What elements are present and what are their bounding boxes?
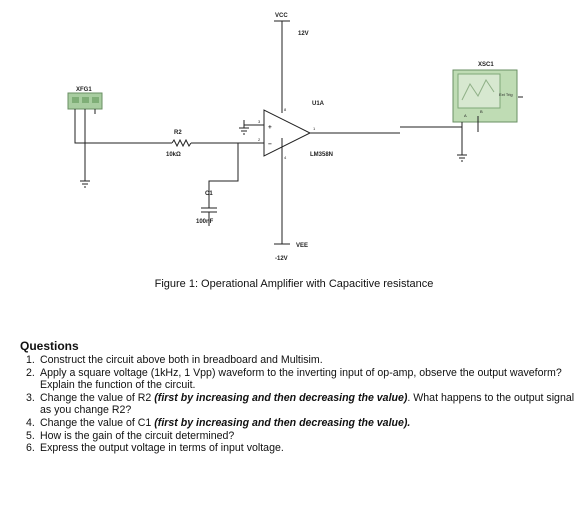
question-text: Construct the circuit above both in brea… [40,354,323,366]
vee-value: -12V [275,256,288,262]
question-text: Express the output voltage in terms of i… [40,442,284,455]
c1-value: 100nF [196,219,214,225]
pin-label: 2 [258,137,261,142]
vcc-label: VCC [275,13,288,19]
question-emphasis: (first by increasing and then decreasing… [154,416,411,429]
scope-ground-symbol [457,154,467,162]
question-emphasis: (first by increasing and then decreasing… [154,391,408,404]
list-item: 6. Express the output voltage in terms o… [20,442,582,455]
list-item: 2. Apply a square voltage (1kHz, 1 Vpp) … [20,367,582,392]
resistor-r2 [171,138,192,148]
function-generator [67,92,103,114]
question-number: 3. [26,391,35,404]
question-number: 6. [26,442,35,455]
questions-heading: Questions [20,339,79,353]
opamp-part: LM358N [310,152,333,158]
noninv-ground-symbol [239,127,249,135]
question-text: Apply a square voltage (1kHz, 1 Vpp) wav… [40,366,562,392]
opamp-label: U1A [312,101,325,107]
scope-trigger-label: Ext Trig [499,92,513,97]
question-text-post: . What happens to the output signal as y… [40,391,575,417]
list-item: 3. Change the value of R2 (first by incr… [20,392,582,417]
r2-label: R2 [174,130,182,136]
opamp-plus-sign: + [268,124,272,131]
question-text: How is the gain of the circuit determine… [40,429,235,442]
pin-label: A [464,113,467,118]
list-item: 1. Construct the circuit above both in b… [20,354,582,367]
figure-caption: Figure 1: Operational Amplifier with Cap… [154,278,434,290]
r2-value: 10kΩ [166,152,181,158]
question-text-pre: Change the value of R2 [40,391,155,404]
question-number: 1. [26,354,35,366]
opamp-u1a [263,109,312,157]
list-item: 5. How is the gain of the circuit determ… [20,430,582,443]
question-text-pre: Change the value of C1 [40,416,155,429]
vee-label: VEE [296,243,308,249]
fgen-to-r2-wire [74,114,172,144]
oscilloscope [452,69,518,123]
pin-label: 1 [313,126,316,131]
question-number: 5. [26,429,35,442]
questions-list: 1. Construct the circuit above both in b… [20,354,582,455]
pin-label: 4 [284,155,287,160]
c1-label: C1 [205,191,213,197]
pin-label: 8 [284,107,287,112]
circuit-schematic: + − 3 2 4 8 1 A B VCC 12V U1A LM358N VEE… [67,13,523,262]
fgen-label: XFG1 [76,87,92,93]
question-number: 2. [26,366,35,379]
fgen-ground-symbol [80,180,90,188]
pin-label: B [480,109,483,114]
vcc-value: 12V [298,31,309,37]
list-item: 4. Change the value of C1 (first by incr… [20,417,582,430]
opamp-minus-sign: − [268,141,272,148]
question-number: 4. [26,416,35,429]
scope-label: XSC1 [478,62,494,68]
node-to-c1-wire [208,143,239,208]
pin-label: 3 [258,119,261,124]
